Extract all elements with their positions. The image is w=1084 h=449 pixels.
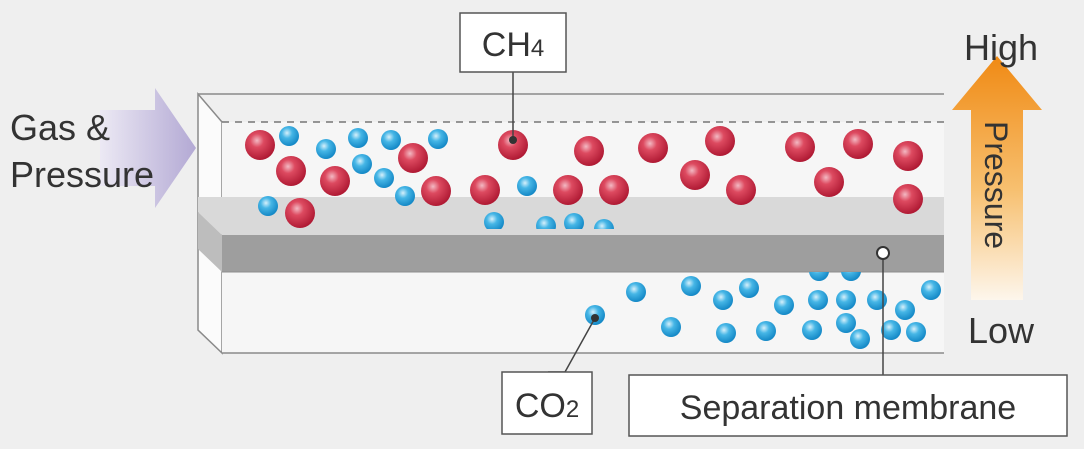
- ch4-molecule: [285, 198, 315, 228]
- co2-molecule: [374, 168, 394, 188]
- ch4-molecule: [638, 133, 668, 163]
- co2-molecule: [906, 322, 926, 342]
- co2-molecule: [850, 329, 870, 349]
- co2-callout: CO2: [501, 314, 599, 435]
- co2-molecule: [661, 317, 681, 337]
- ch4-molecule: [726, 175, 756, 205]
- pressure-low-label: Low: [968, 310, 1035, 351]
- membrane-label-box: [628, 374, 1068, 437]
- inlet-label-line1: Gas &: [10, 107, 110, 148]
- co2-molecule: [713, 290, 733, 310]
- co2-molecule: [352, 154, 372, 174]
- inlet-label-line2: Pressure: [10, 154, 154, 195]
- co2-molecule: [836, 290, 856, 310]
- co2-molecule: [867, 290, 887, 310]
- co2-molecule: [802, 320, 822, 340]
- ch4-label: CH4: [482, 26, 544, 64]
- co2-molecule: [841, 272, 861, 281]
- ch4-molecule: [553, 175, 583, 205]
- co2-molecule: [626, 282, 646, 302]
- ch4-label-box: [459, 12, 567, 73]
- ch4-molecule: [470, 175, 500, 205]
- ch4-molecule: [599, 175, 629, 205]
- co2-molecule: [681, 276, 701, 296]
- feed-molecules: [245, 126, 923, 228]
- co2-molecule: [484, 212, 504, 232]
- co2-label-box: [501, 371, 593, 435]
- co2-molecules-in-membrane: [222, 212, 944, 273]
- permeate-molecules: [585, 272, 941, 349]
- co2-molecule: [716, 323, 736, 343]
- co2-molecule: [381, 130, 401, 150]
- co2-molecule: [836, 313, 856, 333]
- ch4-label-main: CH: [482, 26, 531, 64]
- pressure-arrow: [952, 56, 1042, 300]
- co2-molecule: [279, 126, 299, 146]
- co2-molecule: [316, 139, 336, 159]
- ch4-molecule: [843, 129, 873, 159]
- ch4-molecule: [814, 167, 844, 197]
- ch4-molecule: [574, 136, 604, 166]
- ch4-molecule: [398, 143, 428, 173]
- membrane-left-face: [198, 212, 222, 272]
- co2-label-main: CO: [515, 387, 566, 425]
- ch4-callout: CH4: [459, 12, 567, 144]
- co2-molecule: [809, 272, 829, 281]
- co2-molecule: [517, 176, 537, 196]
- ch4-molecule: [320, 166, 350, 196]
- co2-molecule: [395, 186, 415, 206]
- ch4-molecule: [893, 184, 923, 214]
- ch4-molecule: [893, 141, 923, 171]
- co2-molecule: [895, 300, 915, 320]
- pressure-axis-label: Pressure: [978, 121, 1014, 249]
- co2-label-subscript: 2: [566, 396, 579, 423]
- co2-molecule: [774, 295, 794, 315]
- ch4-molecule: [245, 130, 275, 160]
- ch4-molecule: [785, 132, 815, 162]
- ch4-molecule: [421, 176, 451, 206]
- co2-molecule: [756, 321, 776, 341]
- co2-molecule: [258, 196, 278, 216]
- co2-molecule: [564, 213, 584, 233]
- membrane-callout: Separation membrane: [628, 246, 1068, 437]
- co2-molecule: [428, 129, 448, 149]
- inlet-arrow: [100, 88, 196, 208]
- ch4-label-subscript: 4: [531, 35, 544, 62]
- ch4-molecule: [276, 156, 306, 186]
- ch4-molecule: [680, 160, 710, 190]
- ch4-molecule: [498, 130, 528, 160]
- membrane-label: Separation membrane: [680, 389, 1016, 427]
- co2-molecule: [881, 320, 901, 340]
- co2-molecule: [739, 278, 759, 298]
- ch4-molecule: [705, 126, 735, 156]
- co2-molecule: [808, 290, 828, 310]
- pressure-high-label: High: [964, 27, 1038, 68]
- co2-molecule: [921, 280, 941, 300]
- co2-label: CO2: [515, 387, 579, 425]
- co2-molecule: [348, 128, 368, 148]
